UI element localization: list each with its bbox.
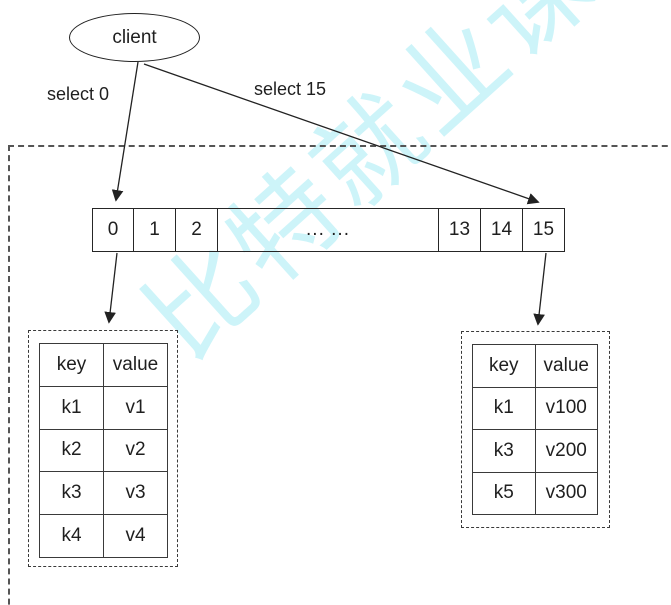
db15-table: key value k1 v100 k3 v200 k5 v300: [472, 344, 598, 515]
value-cell: v200: [534, 429, 598, 473]
array-cell-0: 0: [92, 208, 134, 252]
database-index-array: 0 1 2 ... ... 13 14 15: [92, 208, 565, 252]
table-header-row: key value: [39, 343, 168, 387]
key-cell: k3: [39, 471, 104, 516]
edge-label-select-0: select 0: [47, 84, 110, 104]
key-header: key: [472, 344, 536, 388]
array-cell-13: 13: [439, 208, 481, 252]
value-cell: v3: [103, 471, 168, 516]
table-row: k3 v200: [472, 429, 598, 473]
db0-table: key value k1 v1 k2 v2 k3 v3 k4 v4: [39, 343, 168, 558]
table-header-row: key value: [472, 344, 598, 388]
array-cell-14: 14: [481, 208, 523, 252]
array-cell-2: 2: [176, 208, 218, 252]
key-cell: k3: [472, 429, 536, 473]
value-cell: v100: [534, 386, 598, 430]
client-node: client: [69, 13, 200, 62]
key-cell: k5: [472, 471, 536, 515]
table-row: k2 v2: [39, 428, 168, 473]
value-cell: v2: [103, 428, 168, 473]
table-row: k4 v4: [39, 514, 168, 558]
table-row: k5 v300: [472, 471, 598, 515]
value-header: value: [103, 343, 168, 387]
key-cell: k1: [39, 385, 104, 430]
value-cell: v1: [103, 385, 168, 430]
edge-label-select-15: select 15: [254, 79, 327, 99]
db0-dashed-box: [28, 330, 178, 567]
key-cell: k1: [472, 386, 536, 430]
key-header: key: [39, 343, 104, 387]
value-header: value: [534, 344, 598, 388]
value-cell: v4: [103, 514, 168, 558]
table-row: k1 v100: [472, 386, 598, 430]
array-cell-dots: ... ...: [218, 208, 439, 252]
array-cell-15: 15: [523, 208, 565, 252]
array-cell-1: 1: [134, 208, 176, 252]
db15-dashed-box: [461, 331, 610, 528]
key-cell: k2: [39, 428, 104, 473]
client-label: client: [112, 26, 157, 48]
table-row: k3 v3: [39, 471, 168, 516]
table-row: k1 v1: [39, 385, 168, 430]
key-cell: k4: [39, 514, 104, 558]
value-cell: v300: [534, 471, 598, 515]
